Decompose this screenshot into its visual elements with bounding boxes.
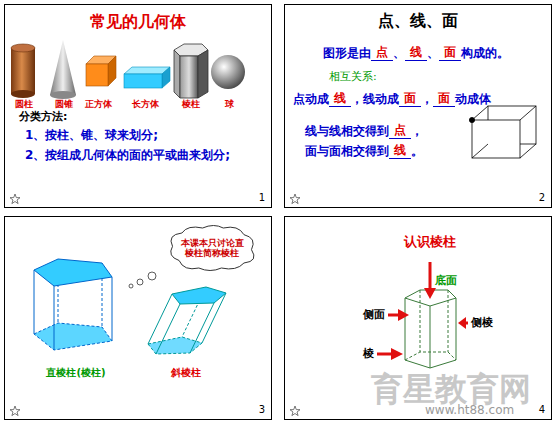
figure-caption: 直棱柱(棱柱) [46, 367, 105, 379]
fill-in-answer: 线 [389, 143, 411, 159]
pointer-arrows [377, 262, 468, 360]
fill-in-answer: 点 [371, 45, 393, 61]
section-heading: 分类方法: [19, 111, 67, 124]
slide-title: 认识棱柱 [309, 235, 551, 250]
watermark: www.ht88.com [425, 404, 514, 418]
sentence-text: ， [421, 92, 433, 107]
shape-name: 圆柱 [15, 99, 33, 109]
slide-title: 点、线、面 [285, 12, 551, 30]
page-number: 1 [259, 192, 265, 204]
shape-name: 长方体 [132, 99, 159, 109]
figure-caption: 斜棱柱 [171, 367, 201, 379]
fill-in-answer: 线 [329, 91, 351, 107]
sentence-text: 。 [411, 144, 423, 159]
watermark: 育星教育网 [371, 373, 531, 405]
fill-in-answer: 线 [405, 45, 427, 61]
labelled-prism [405, 290, 456, 368]
sentence-text: ， [411, 124, 423, 139]
sentence-text: 动成体 [455, 92, 491, 107]
slide-frame: 常见的几何体 1 圆柱 圆锥 正方体 长方体 棱柱 球分类方法: 1、按柱、锥、球来划分; 2、按… [4, 4, 272, 208]
shape-name: 球 [225, 99, 234, 109]
oblique-prism [148, 287, 226, 354]
fill-in-answer: 面 [439, 45, 461, 61]
part-label: 侧面 [363, 309, 385, 322]
sentence-text: 面与面相交得到 [305, 144, 389, 159]
shape-name: 棱柱 [182, 99, 200, 109]
fill-in-answer: 面 [433, 91, 455, 107]
list-item: 2、按组成几何体的面的平或曲来划分; [25, 149, 230, 163]
shape-name: 正方体 [85, 99, 112, 109]
sentence-text: 图形是由 [323, 46, 371, 61]
section-heading: 相互关系: [329, 71, 377, 84]
cuboid-drawing [469, 106, 536, 158]
slide-frame: 3 本课本只讨论直棱柱简称棱柱直棱柱(棱柱) 斜棱柱 [4, 216, 272, 420]
slide-frame: 认识棱柱 4 底面侧面侧棱棱育星教育网www.ht88.com [284, 216, 552, 420]
page-number: 3 [259, 404, 265, 416]
sentence-text: 线与线相交得到 [305, 124, 389, 139]
part-label: 底面 [435, 275, 457, 288]
sentence-row: 线与线相交得到点， [305, 123, 423, 139]
fill-in-answer: 面 [399, 91, 421, 107]
slide-frame: 点、线、面2相互关系:图形是由点、线、面构成的。点动成线，线动成面，面动成体线与… [284, 4, 552, 208]
part-label: 侧棱 [471, 317, 493, 330]
callout-text: 本课本只讨论直棱柱简称棱柱 [180, 238, 244, 259]
part-label: 棱 [363, 348, 374, 361]
list-item: 1、按柱、锥、球来划分; [25, 129, 158, 143]
solid-shapes [11, 40, 245, 99]
slide-title: 常见的几何体 [5, 13, 271, 31]
page-number: 4 [539, 404, 545, 416]
page-number: 2 [539, 192, 545, 204]
sentence-row: 面与面相交得到线。 [305, 143, 423, 159]
sentence-text: 、 [427, 46, 439, 61]
sentence-text: 、 [393, 46, 405, 61]
sentence-text: 点动成 [293, 92, 329, 107]
sentence-text: ，线动成 [351, 92, 399, 107]
sentence-text: 构成的。 [461, 46, 509, 61]
thought-bubbles [129, 272, 156, 288]
right-prism [34, 259, 112, 350]
sentence-row: 图形是由点、线、面构成的。 [323, 45, 509, 61]
shape-name: 圆锥 [55, 99, 73, 109]
fill-in-answer: 点 [389, 123, 411, 139]
footer-icons [10, 194, 300, 416]
thought-cloud: 本课本只讨论直棱柱简称棱柱 [165, 223, 259, 273]
sentence-row: 点动成线，线动成面，面动成体 [293, 91, 491, 107]
